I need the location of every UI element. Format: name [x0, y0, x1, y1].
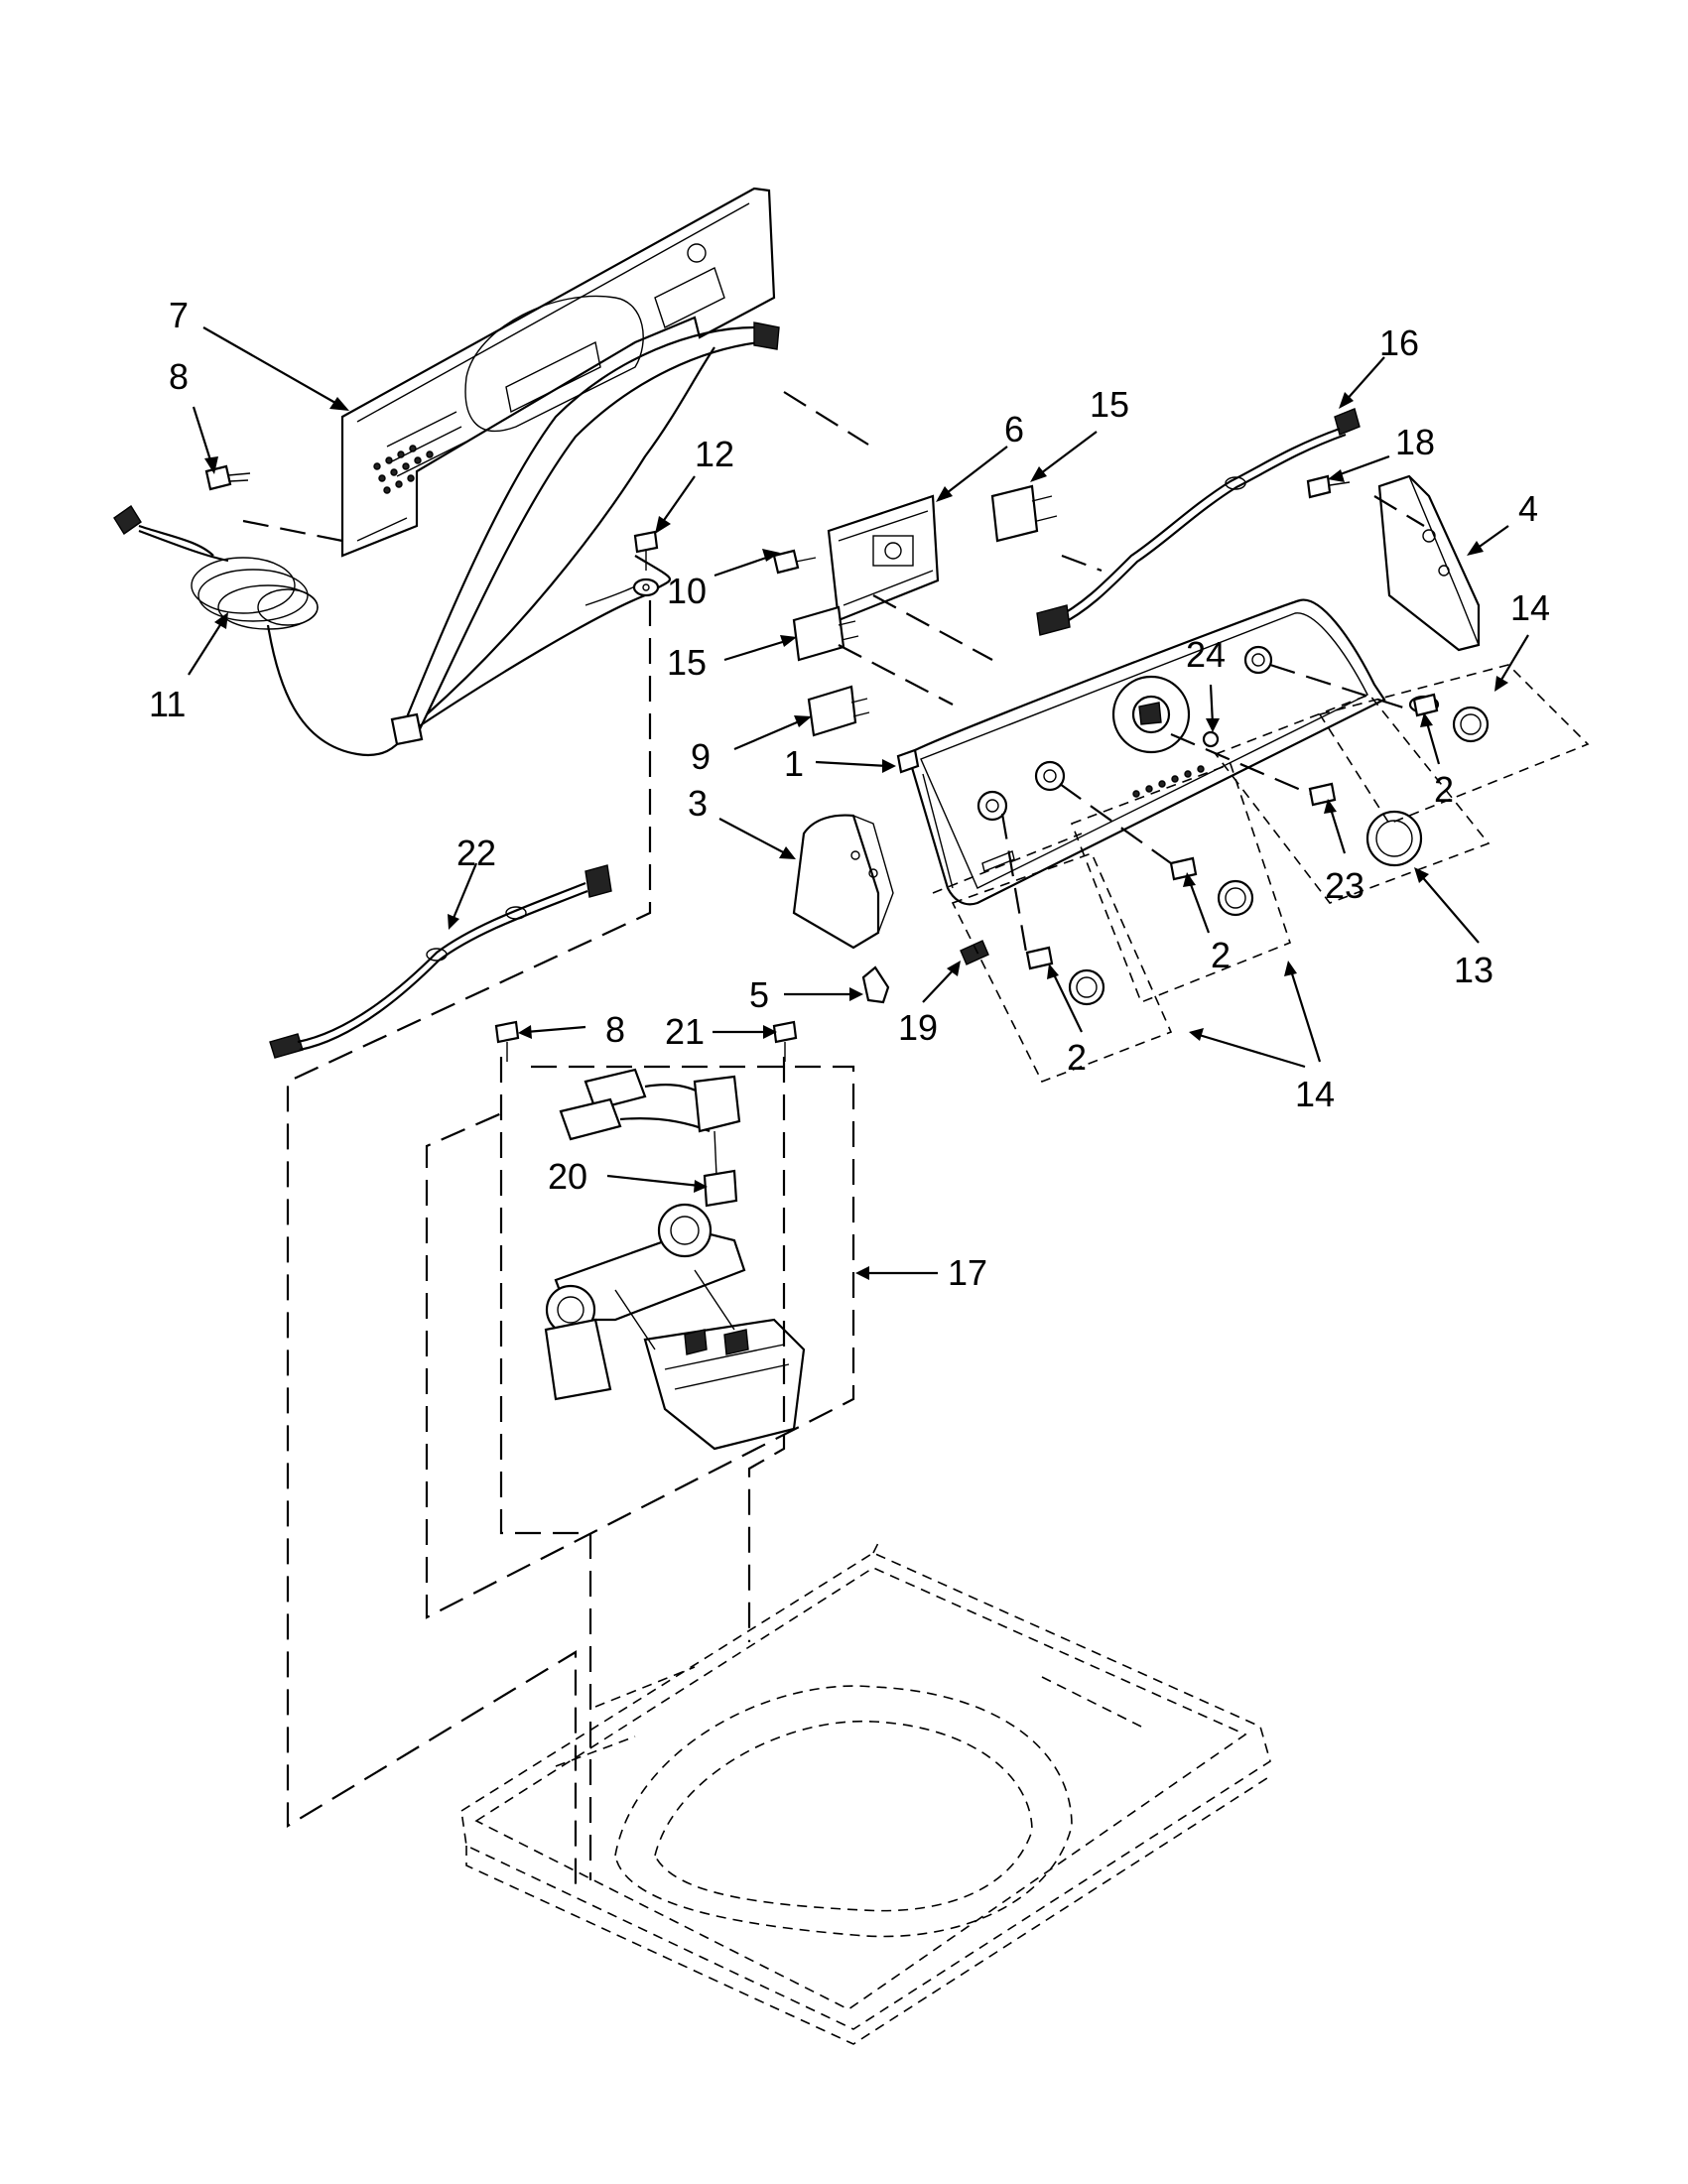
callout-23: 23	[1325, 865, 1364, 906]
end-cap-right	[1377, 474, 1481, 652]
power-cord	[113, 505, 408, 757]
screw-21	[772, 1020, 798, 1062]
control-console	[896, 598, 1386, 906]
callout-5: 5	[749, 974, 769, 1015]
screw-8-upper	[204, 464, 251, 491]
callout-8-lower: 8	[605, 1009, 625, 1050]
ui-board-6	[827, 494, 940, 622]
callout-2-right: 2	[1434, 769, 1454, 810]
switch-15-upper	[990, 484, 1058, 543]
leader-lines	[188, 326, 1529, 1280]
callout-8-upper: 8	[169, 356, 189, 397]
callout-21: 21	[665, 1011, 705, 1052]
callout-4: 4	[1518, 488, 1538, 529]
callout-22: 22	[456, 833, 496, 873]
callout-2-lower: 2	[1067, 1037, 1087, 1078]
callout-17: 17	[948, 1252, 987, 1293]
callout-19: 19	[898, 1007, 938, 1048]
callout-10: 10	[667, 571, 707, 611]
dispenser-valve-assembly	[544, 1068, 806, 1451]
top-cover-phantom	[460, 1542, 1271, 2045]
clip-5	[861, 965, 890, 1004]
rear-panel	[340, 187, 776, 558]
callout-9: 9	[691, 736, 711, 777]
callout-3: 3	[688, 783, 708, 824]
ground-screw-12	[632, 530, 660, 597]
main-wire-harness	[390, 321, 780, 746]
callout-2-mid: 2	[1211, 935, 1231, 975]
callout-14-upper: 14	[1510, 587, 1550, 628]
end-cap-left	[792, 814, 894, 950]
callout-24: 24	[1186, 634, 1226, 675]
switch-9	[807, 685, 870, 737]
screw-10	[772, 549, 817, 575]
callout-16: 16	[1379, 322, 1419, 363]
harness-22	[269, 864, 612, 1059]
callout-7: 7	[169, 295, 189, 335]
label-tag-19	[960, 940, 989, 965]
harness-16	[1036, 408, 1361, 636]
alignment-lines	[242, 391, 1590, 1895]
callout-6: 6	[1004, 409, 1024, 450]
callout-20: 20	[548, 1156, 587, 1197]
callout-11: 11	[149, 684, 186, 724]
screw-18	[1306, 474, 1351, 499]
callout-18: 18	[1395, 422, 1435, 462]
callout-15-upper: 15	[1090, 384, 1129, 425]
callout-1: 1	[784, 743, 804, 784]
callout-14-lower: 14	[1295, 1074, 1335, 1114]
callout-labels: 7 8 12 11 10 6 15 16 18 4 14 15 24 9 1 2…	[149, 295, 1550, 1293]
screw-8-lower	[494, 1020, 520, 1062]
callout-15-lower: 15	[667, 642, 707, 683]
callout-12: 12	[695, 434, 734, 474]
callout-13: 13	[1454, 950, 1493, 990]
